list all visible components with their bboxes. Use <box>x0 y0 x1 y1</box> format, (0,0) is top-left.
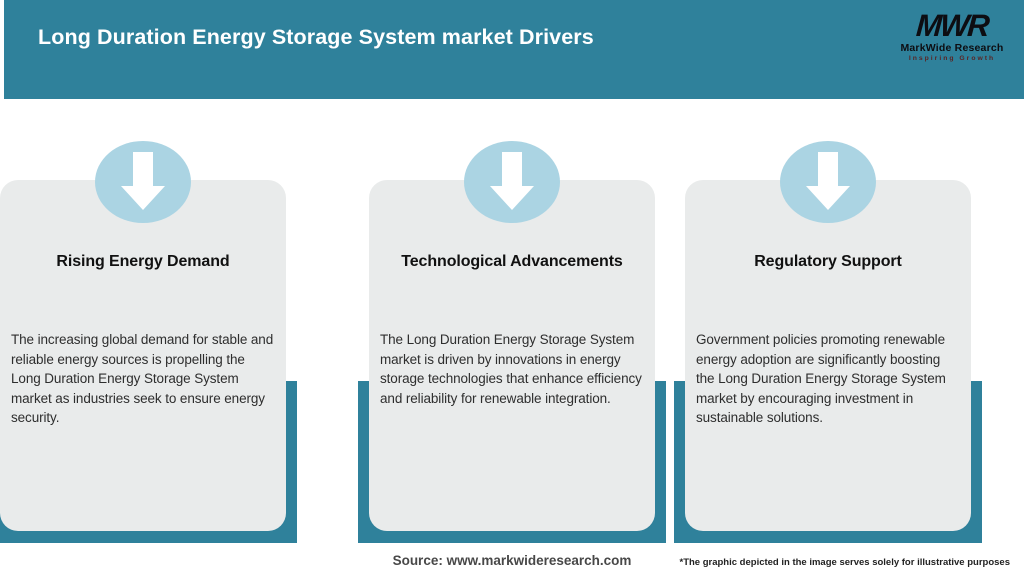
card-description: The increasing global demand for stable … <box>11 332 274 425</box>
driver-card-group: Regulatory Support Government policies p… <box>674 0 982 576</box>
arrow-circle-badge <box>780 141 876 223</box>
down-arrow-icon <box>806 152 850 210</box>
driver-card <box>0 180 286 531</box>
header-bar: Long Duration Energy Storage System mark… <box>4 0 1024 99</box>
arrow-circle-badge <box>95 141 191 223</box>
down-arrow-icon <box>490 152 534 210</box>
card-title: Technological Advancements <box>401 253 623 270</box>
card-title: Regulatory Support <box>754 253 902 270</box>
arrow-circle-badge <box>464 141 560 223</box>
driver-card <box>685 180 971 531</box>
brand-logo: MWR MarkWide Research Inspiring Growth <box>894 8 1010 62</box>
brand-tagline: Inspiring Growth <box>908 54 996 62</box>
card-description: The Long Duration Energy Storage System … <box>380 332 642 406</box>
brand-name: MarkWide Research <box>900 42 1004 54</box>
down-arrow-icon <box>121 152 165 210</box>
card-description: Government policies promoting renewable … <box>696 332 946 425</box>
driver-card-group: Technological Advancements The Long Dura… <box>358 0 666 576</box>
disclaimer-text: *The graphic depicted in the image serve… <box>679 557 1011 568</box>
driver-card <box>369 180 655 531</box>
page-title: Long Duration Energy Storage System mark… <box>38 25 594 49</box>
card-title: Rising Energy Demand <box>56 253 230 270</box>
source-text: Source: www.markwideresearch.com <box>392 553 632 568</box>
driver-card-group: Rising Energy Demand The increasing glob… <box>0 0 297 576</box>
